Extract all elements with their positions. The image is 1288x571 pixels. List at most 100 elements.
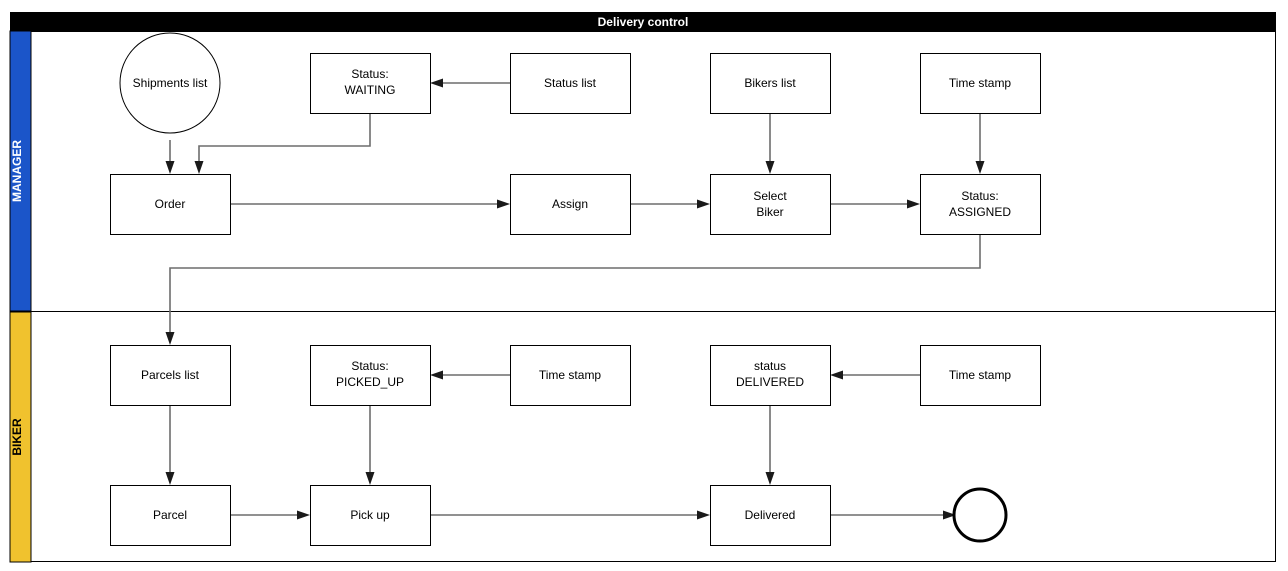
- node-time-stamp-delivered[interactable]: Time stamp: [920, 345, 1041, 406]
- status-delivered-box[interactable]: [710, 345, 831, 406]
- lane-biker-header: [9, 311, 32, 563]
- status-waiting-label-line2: WAITING: [345, 83, 396, 97]
- edge-select-biker-to-status-assigned: [831, 199, 920, 209]
- time-stamp-assigned-box[interactable]: [920, 53, 1041, 114]
- node-pick-up[interactable]: Pick up: [310, 485, 431, 546]
- lane-manager: MANAGER: [9, 30, 32, 312]
- time-stamp-assigned-label: Time stamp: [949, 76, 1012, 90]
- status-list-box[interactable]: [510, 53, 631, 114]
- parcel-box[interactable]: [110, 485, 231, 546]
- parcels-list-label: Parcels list: [141, 368, 200, 382]
- lane-biker: BIKER: [9, 311, 32, 563]
- shipments-list-label: Shipments list: [133, 76, 208, 90]
- status-waiting-box[interactable]: [310, 53, 431, 114]
- edge-pick-up-to-delivered: [431, 510, 710, 520]
- status-waiting-label-line1: Status:: [351, 67, 388, 81]
- pick-up-box[interactable]: [310, 485, 431, 546]
- node-bikers-list[interactable]: Bikers list: [710, 53, 831, 114]
- status-assigned-box[interactable]: [920, 174, 1041, 235]
- select-biker-label-line2: Biker: [756, 205, 783, 219]
- edge-status-assigned-to-parcels-list: [165, 234, 981, 345]
- pool-title-bar: Delivery control: [10, 12, 1276, 31]
- node-order[interactable]: Order: [110, 174, 231, 235]
- bikers-list-box[interactable]: [710, 53, 831, 114]
- select-biker-label-line1: Select: [753, 189, 787, 203]
- edge-order-to-assign: [231, 199, 510, 209]
- end-event-circle[interactable]: [952, 487, 1008, 543]
- edge-status-picked-up-to-pick-up: [365, 405, 375, 485]
- status-delivered-label-line2: DELIVERED: [736, 375, 804, 389]
- edge-shipments-list-to-order: [165, 140, 175, 174]
- node-parcel[interactable]: Parcel: [110, 485, 231, 546]
- time-stamp-picked-up-box[interactable]: [510, 345, 631, 406]
- order-label: Order: [155, 197, 186, 211]
- parcel-label: Parcel: [153, 508, 187, 522]
- status-picked-up-label-line1: Status:: [351, 359, 388, 373]
- edge-status-waiting-to-order: [194, 113, 371, 174]
- shipments-list-circle[interactable]: [119, 32, 221, 134]
- time-stamp-delivered-box[interactable]: [920, 345, 1041, 406]
- edge-arrowhead: [907, 199, 920, 209]
- assign-box[interactable]: [510, 174, 631, 235]
- status-list-label: Status list: [544, 76, 597, 90]
- node-shipments-list[interactable]: Shipments list: [119, 32, 221, 134]
- pool-title-background: [10, 12, 1276, 31]
- status-assigned-label-line2: ASSIGNED: [949, 205, 1011, 219]
- edge-arrowhead: [765, 161, 775, 174]
- node-status-assigned[interactable]: Status: ASSIGNED: [920, 174, 1041, 235]
- edge-layer: [165, 78, 985, 520]
- edge-arrowhead: [430, 370, 443, 380]
- node-end-event[interactable]: [952, 487, 1008, 543]
- parcels-list-box[interactable]: [110, 345, 231, 406]
- delivered-box[interactable]: [710, 485, 831, 546]
- node-parcels-list[interactable]: Parcels list: [110, 345, 231, 406]
- assign-label: Assign: [552, 197, 588, 211]
- lane-biker-label: BIKER: [10, 418, 24, 456]
- edge-arrowhead: [430, 78, 443, 88]
- node-assign[interactable]: Assign: [510, 174, 631, 235]
- node-time-stamp-assigned[interactable]: Time stamp: [920, 53, 1041, 114]
- edge-delivered-to-end-event: [831, 510, 956, 520]
- delivered-label: Delivered: [745, 508, 796, 522]
- status-assigned-label-line1: Status:: [961, 189, 998, 203]
- edge-arrowhead: [697, 510, 710, 520]
- edge-assign-to-select-biker: [631, 199, 710, 209]
- edge-arrowhead: [765, 472, 775, 485]
- edge-arrowhead: [297, 510, 310, 520]
- edge-arrowhead: [975, 161, 985, 174]
- edge-arrowhead: [830, 370, 843, 380]
- time-stamp-picked-up-label: Time stamp: [539, 368, 602, 382]
- edge-arrowhead: [194, 161, 204, 174]
- edge-line: [198, 113, 371, 164]
- edge-status-list-to-status-waiting: [430, 78, 510, 88]
- time-stamp-delivered-label: Time stamp: [949, 368, 1012, 382]
- node-status-waiting[interactable]: Status: WAITING: [310, 53, 431, 114]
- node-time-stamp-picked-up[interactable]: Time stamp: [510, 345, 631, 406]
- status-delivered-label-line1: status: [754, 359, 786, 373]
- node-status-delivered[interactable]: status DELIVERED: [710, 345, 831, 406]
- edge-arrowhead: [365, 472, 375, 485]
- pick-up-label: Pick up: [350, 508, 390, 522]
- edge-parcel-to-pick-up: [231, 510, 310, 520]
- edge-arrowhead: [165, 472, 175, 485]
- bikers-list-label: Bikers list: [744, 76, 796, 90]
- edge-parcels-list-to-parcel: [165, 405, 175, 485]
- edge-line: [169, 234, 981, 335]
- status-picked-up-label-line2: PICKED_UP: [336, 375, 404, 389]
- edge-arrowhead: [497, 199, 510, 209]
- node-status-list[interactable]: Status list: [510, 53, 631, 114]
- edge-status-delivered-to-delivered: [765, 405, 775, 485]
- pool-title-label: Delivery control: [598, 15, 689, 29]
- edge-time-stamp-to-status-assigned: [975, 113, 985, 174]
- edge-arrowhead: [165, 332, 175, 345]
- node-status-picked-up[interactable]: Status: PICKED_UP: [310, 345, 431, 406]
- status-picked-up-box[interactable]: [310, 345, 431, 406]
- node-delivered[interactable]: Delivered: [710, 485, 831, 546]
- select-biker-box[interactable]: [710, 174, 831, 235]
- edge-arrowhead: [165, 161, 175, 174]
- node-select-biker[interactable]: Select Biker: [710, 174, 831, 235]
- lane-manager-label: MANAGER: [10, 140, 24, 202]
- order-box[interactable]: [110, 174, 231, 235]
